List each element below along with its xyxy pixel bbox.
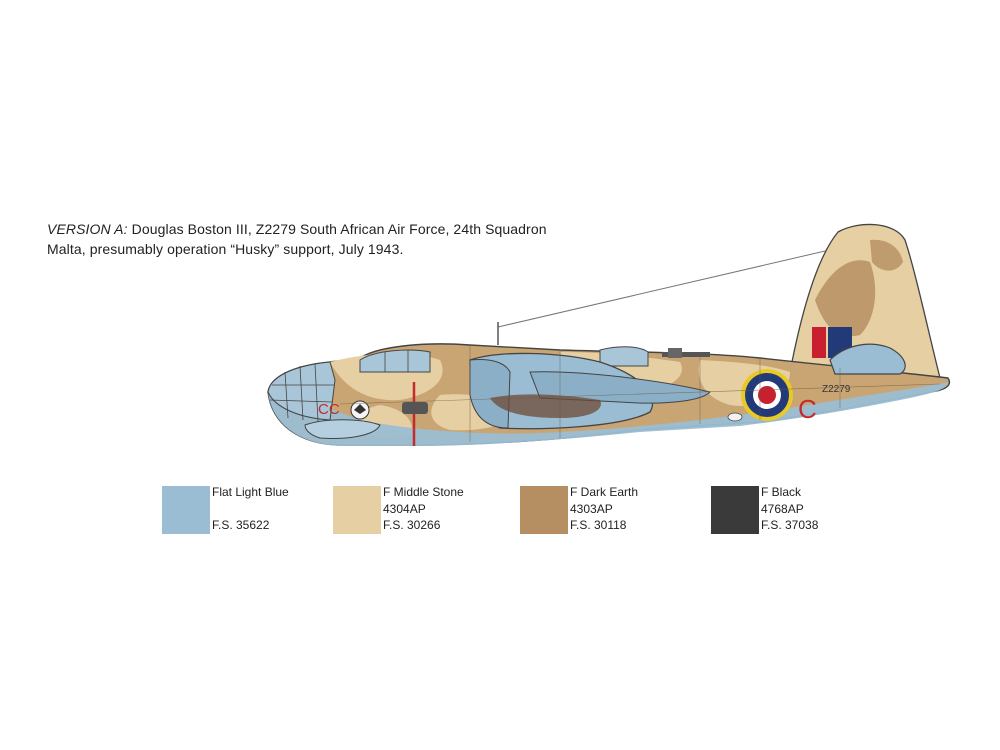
- swatch-dark-earth: [520, 486, 568, 534]
- swatch-name: F Black: [761, 485, 802, 499]
- version-label: VERSION A:: [47, 221, 128, 237]
- caption-line-2: Malta, presumably operation “Husky” supp…: [47, 241, 404, 257]
- swatch-fs: F.S. 30266: [383, 518, 441, 532]
- cockpit-canopy: [359, 349, 431, 373]
- raf-roundel: [741, 369, 793, 421]
- underside-blue: [268, 382, 948, 446]
- swatch-fs: F.S. 35622: [212, 518, 270, 532]
- exhaust-stain: [490, 394, 601, 418]
- caption-line-1: VERSION A: Douglas Boston III, Z2279 Sou…: [47, 219, 547, 239]
- swatch-fs: F.S. 37038: [761, 518, 819, 532]
- swatch-label-flat-light-blue: Flat Light Blue F.S. 35622: [212, 484, 352, 534]
- swatch-label-middle-stone: F Middle Stone 4304AP F.S. 30266: [383, 484, 523, 534]
- fin-flash-red: [812, 327, 826, 358]
- swatch-flat-light-blue: [162, 486, 210, 534]
- swatch-fs: F.S. 30118: [570, 518, 627, 532]
- swatch-label-black: F Black 4768AP F.S. 37038: [761, 484, 901, 534]
- swatch-black: [711, 486, 759, 534]
- fuselage-code-letters: CC: [318, 401, 340, 418]
- swatch-code: 4304AP: [383, 501, 426, 516]
- swatch-label-dark-earth: F Dark Earth 4303AP F.S. 30118: [570, 484, 710, 534]
- swatch-code: [212, 501, 352, 518]
- swatch-code: 4768AP: [761, 501, 804, 516]
- aircraft-serial: Z2279: [822, 384, 851, 395]
- antenna-wire: [497, 247, 839, 328]
- swatch-name: Flat Light Blue: [212, 485, 289, 499]
- swatch-name: F Middle Stone: [383, 485, 464, 499]
- swatch-name: F Dark Earth: [570, 485, 639, 499]
- side-hatch: [402, 402, 428, 414]
- caption-line-1-text: Douglas Boston III, Z2279 South African …: [127, 221, 547, 237]
- rear-canopy: [599, 346, 649, 367]
- swatch-middle-stone: [333, 486, 381, 534]
- horizontal-stabilizer: [829, 343, 906, 375]
- dorsal-gun: [662, 352, 710, 357]
- profile-caption: VERSION A: Douglas Boston III, Z2279 Sou…: [47, 219, 547, 259]
- tail-fin-camo: [815, 260, 876, 337]
- aircraft-profile-illustration: CC C Z2279: [267, 223, 951, 446]
- swatch-code: 4303AP: [570, 501, 613, 516]
- tail-code-letter: C: [798, 394, 817, 424]
